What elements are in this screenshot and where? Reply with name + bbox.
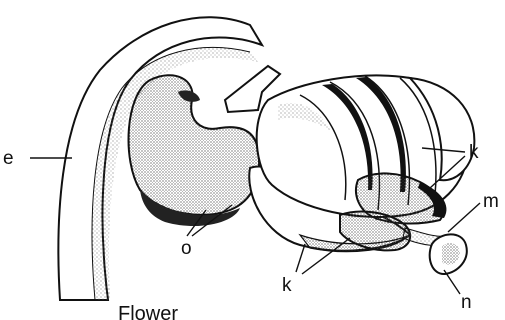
label-e: e [3,149,14,168]
stigma [430,234,467,274]
label-k-bottom: k [282,276,292,295]
label-o: o [181,239,192,258]
leader-n [444,270,460,294]
leader-k-bottom-1 [296,244,305,272]
figure-caption: Flower [118,304,178,320]
label-m: m [483,192,499,211]
label-k-top: k [469,143,479,162]
leader-m [448,203,480,232]
label-n: n [461,293,472,312]
